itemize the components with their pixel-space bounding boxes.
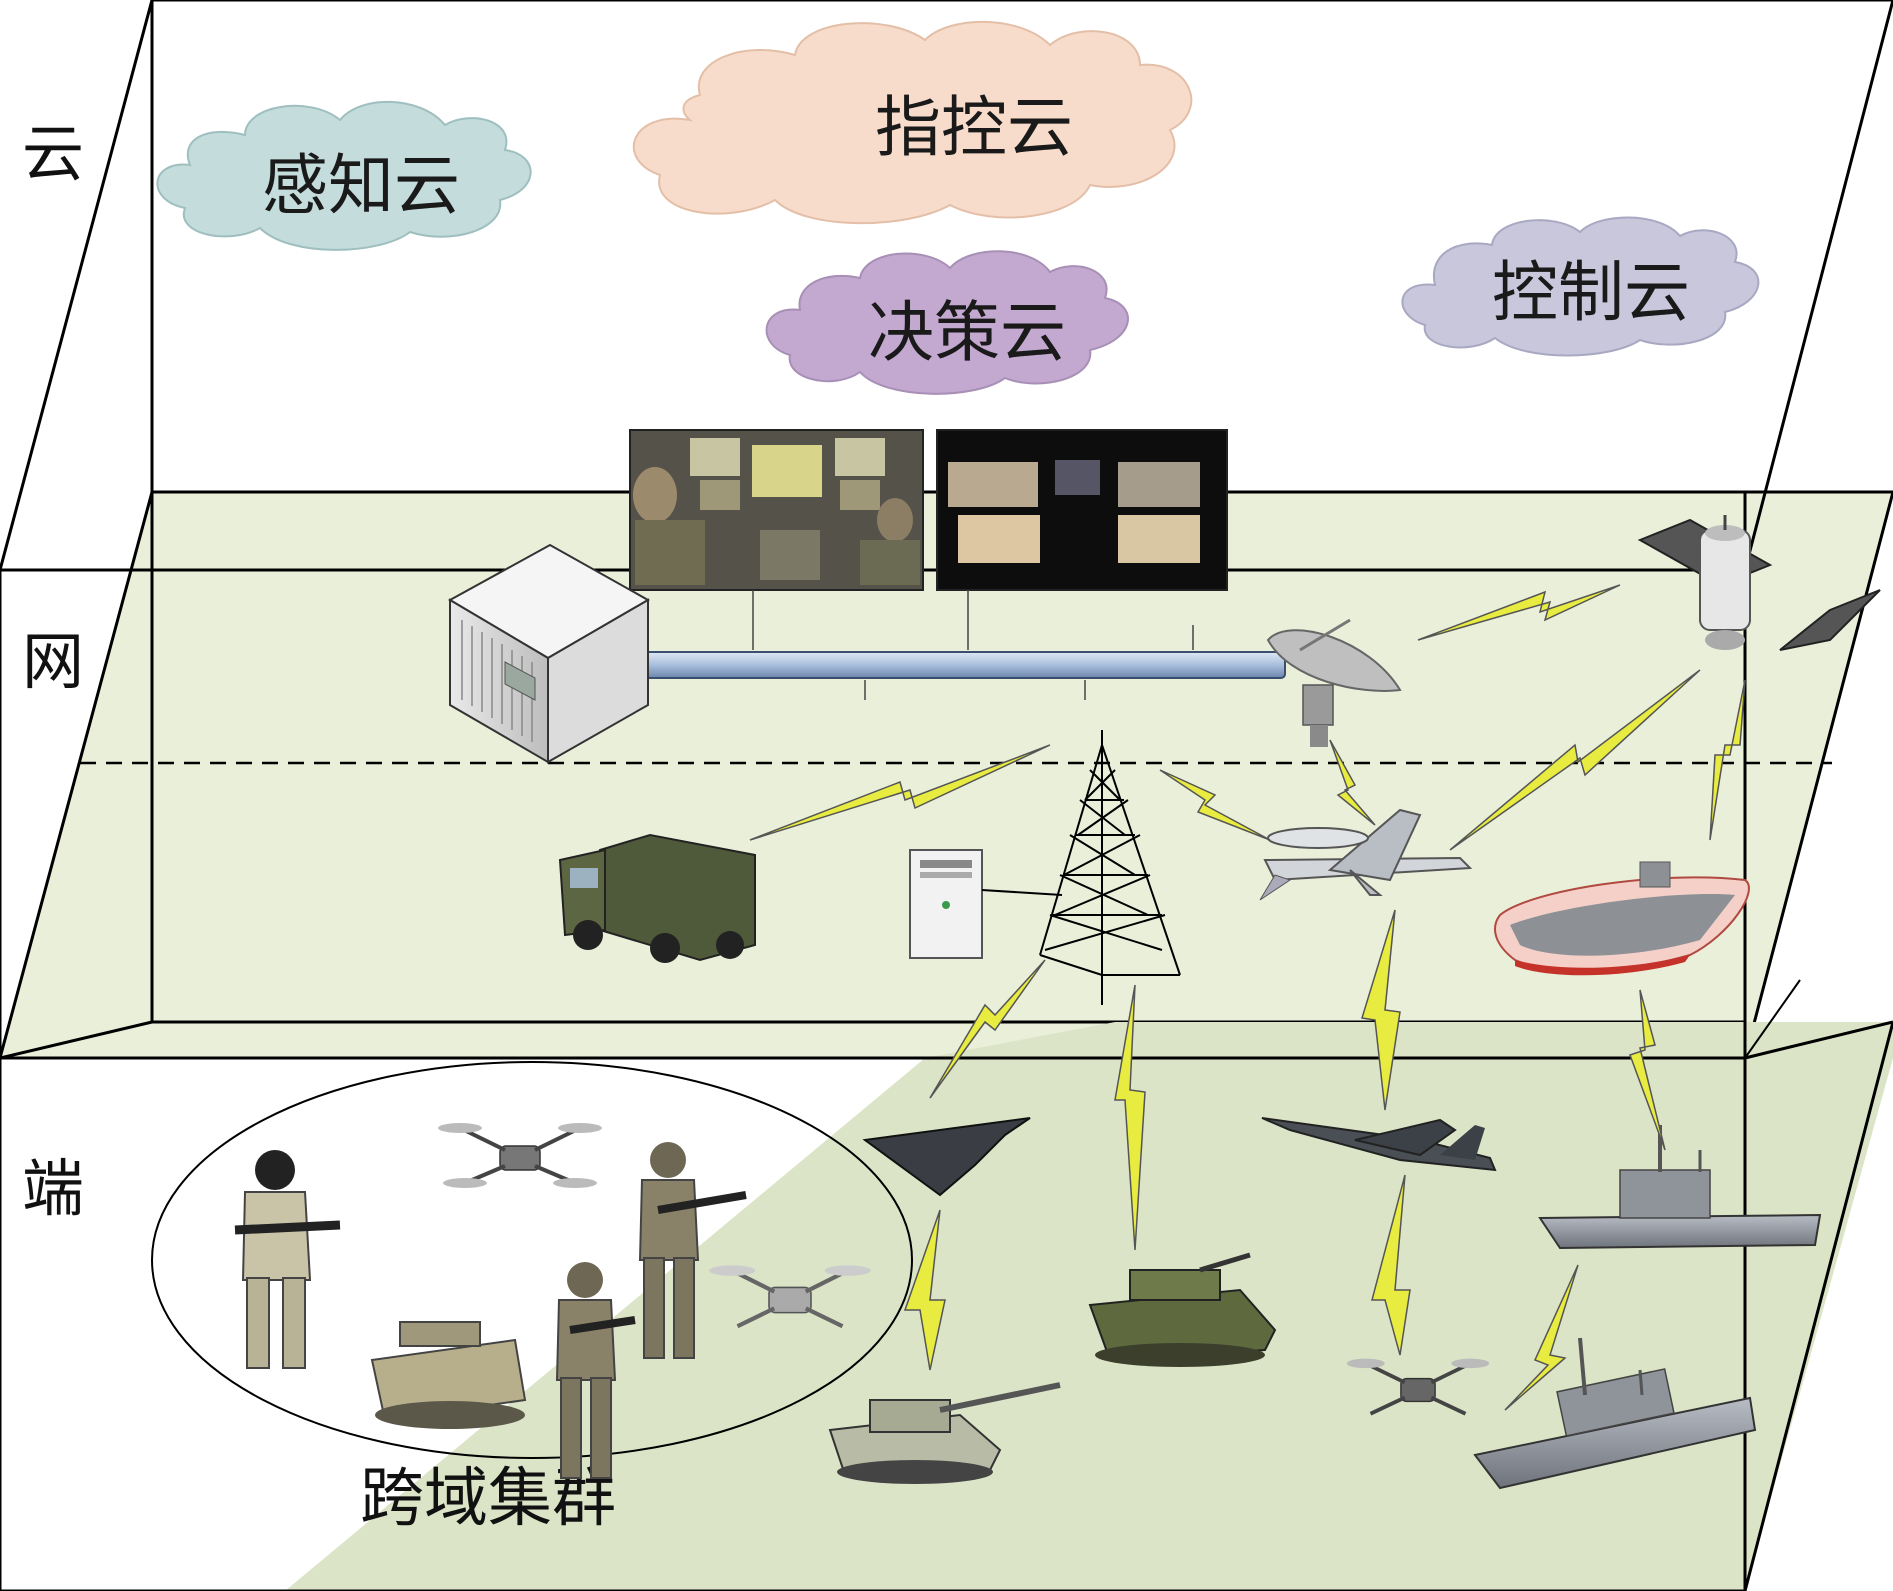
link-bolt xyxy=(1449,669,1701,851)
layer-label-terminal: 端 xyxy=(22,1152,84,1225)
link-bolt xyxy=(1417,584,1621,641)
link-bolt xyxy=(1371,1174,1411,1356)
link-bolt xyxy=(1159,769,1271,841)
server-tower-icon xyxy=(909,849,983,959)
howitzer-icon xyxy=(828,1382,1061,1484)
wireless-links xyxy=(749,584,1746,1411)
awacs-aircraft-icon xyxy=(1259,808,1473,901)
radio-tower-icon xyxy=(1039,730,1181,1005)
perception-cloud-label: 感知云 xyxy=(262,147,460,224)
ugv-icon xyxy=(370,1321,527,1429)
soldier-icon xyxy=(555,1262,636,1479)
soldier-icon xyxy=(638,1142,747,1359)
drone-icon xyxy=(1346,1358,1490,1416)
fighter-jet-icon xyxy=(1261,1117,1497,1172)
command-cloud-label: 指控云 xyxy=(875,89,1073,166)
destroyer-icon xyxy=(1473,1337,1757,1490)
link-bolt xyxy=(1504,1264,1579,1411)
control-cloud-label: 控制云 xyxy=(1492,254,1690,331)
link-bolt xyxy=(749,744,1051,841)
network-cable xyxy=(644,651,1286,679)
link-bolt xyxy=(1329,739,1376,826)
layer-label-network: 网 xyxy=(22,625,84,698)
perception-cloud: 感知云 xyxy=(156,100,532,251)
satellite-dish-icon xyxy=(1266,618,1402,747)
display-wall-image xyxy=(936,429,1228,591)
link-bolt xyxy=(1361,909,1401,1111)
stealth-bomber-icon xyxy=(862,1117,1031,1197)
layer-label-cloud: 云 xyxy=(22,117,84,190)
cross-domain-cluster-boundary xyxy=(151,1061,913,1459)
command-cloud: 指控云 xyxy=(632,20,1193,225)
link-bolt xyxy=(903,1209,946,1371)
control-cloud: 控制云 xyxy=(1401,216,1760,357)
server-icon xyxy=(447,543,651,764)
decision-cloud: 决策云 xyxy=(765,250,1129,395)
link-bolt xyxy=(1709,679,1746,841)
link-bolt xyxy=(929,959,1046,1099)
satellite-icon xyxy=(1637,515,1881,651)
destroyer-icon xyxy=(1538,1125,1822,1250)
aircraft-carrier-icon xyxy=(1494,861,1750,976)
drone-icon xyxy=(438,1123,602,1188)
command-room-image xyxy=(629,429,924,591)
link-bolt xyxy=(1629,989,1666,1151)
armored-truck-icon xyxy=(558,833,756,963)
decision-cloud-label: 决策云 xyxy=(868,294,1066,371)
soldier-icon xyxy=(234,1150,341,1369)
link-bolt xyxy=(1114,984,1146,1251)
drone-icon xyxy=(709,1265,871,1329)
tank-icon xyxy=(1088,1252,1277,1367)
